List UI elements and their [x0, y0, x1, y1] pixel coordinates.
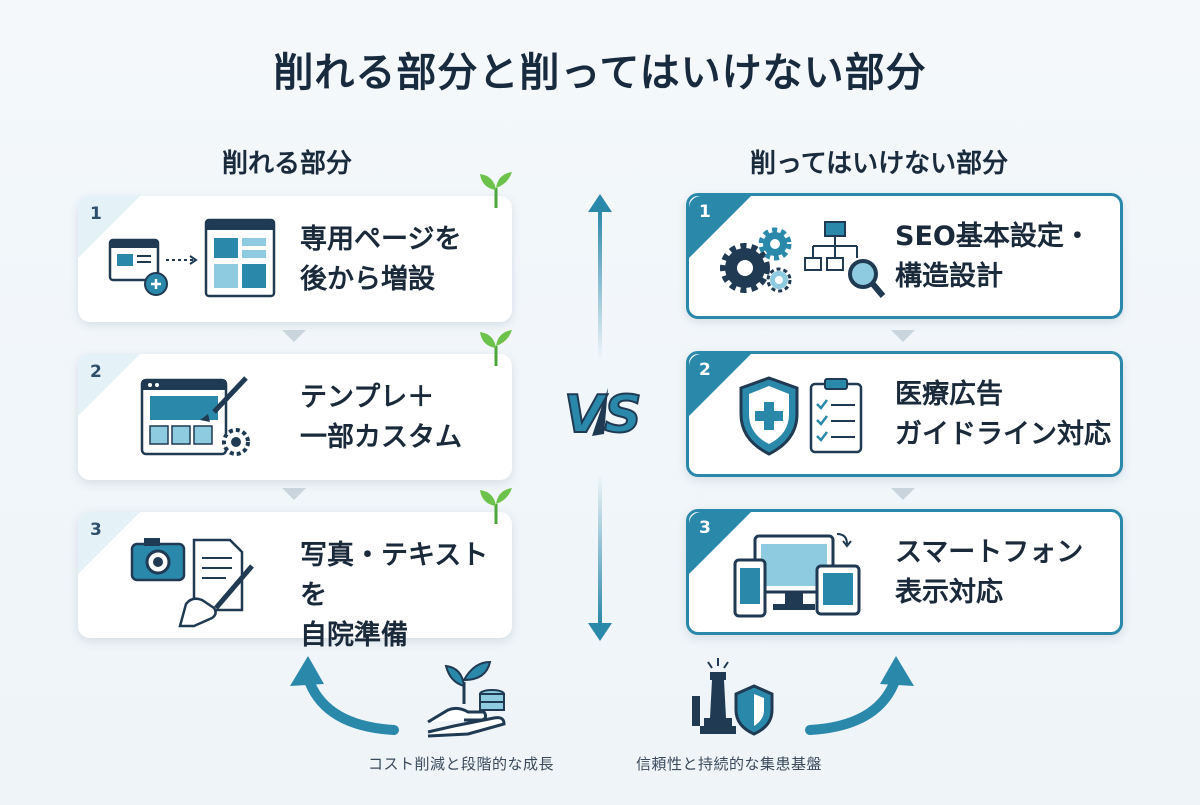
sprout-icon [480, 172, 512, 208]
down-connector-icon [891, 488, 915, 500]
responsive-devices-icon [733, 530, 863, 624]
card-corner [78, 512, 140, 574]
chess-shield-icon [692, 658, 774, 736]
card-text-line2: 一部カスタム [300, 422, 462, 453]
plant-coins-hand-icon [427, 660, 506, 738]
down-connector-icon [282, 330, 306, 342]
medical-shield-checklist-icon [737, 374, 867, 462]
left-card-3: 3 写真・テキストを 自院準備 [78, 512, 512, 651]
vertical-double-arrow-icon [588, 194, 612, 641]
curved-arrow-right-icon [805, 656, 914, 735]
vs-badge: VS [563, 384, 643, 446]
card-text-line2: 構造設計 [895, 261, 1003, 292]
card-text-line2: 自院準備 [300, 620, 408, 651]
card-text-line1: 医療広告 [895, 379, 1003, 410]
card-text-line1: スマートフォン [895, 537, 1084, 568]
gears-structure-icon [717, 218, 887, 306]
card-corner [689, 512, 751, 574]
card-corner [78, 354, 140, 416]
left-card-1: 1 専用ページを 後から増設 [78, 196, 512, 322]
curved-arrow-left-icon [290, 656, 399, 735]
card-text-line1: テンプレ＋ [300, 382, 435, 413]
left-column-heading: 削れる部分 [222, 149, 353, 179]
down-connector-icon [891, 330, 915, 342]
card-corner [689, 354, 751, 416]
card-number: 2 [699, 360, 711, 380]
sprout-icon [480, 330, 512, 366]
bottom-right-label: 信頼性と持続的な集患基盤 [636, 755, 823, 773]
card-text-line1: 専用ページを [300, 224, 462, 255]
left-card-2: 2 テンプレ＋ 一部カスタム [78, 354, 512, 480]
right-column-heading: 削ってはいけない部分 [750, 149, 1009, 179]
card-text-line2: 後から増設 [300, 264, 435, 295]
sprout-icon [480, 488, 512, 524]
right-card-1: 1 SEO基本設定・ 構造設計 [686, 193, 1123, 319]
card-corner [689, 196, 751, 258]
card-number: 1 [699, 202, 711, 222]
card-number: 1 [90, 204, 102, 224]
card-number: 2 [90, 362, 102, 382]
card-text-line1: 写真・テキストを [300, 540, 489, 611]
down-connector-icon [282, 488, 306, 500]
card-text-line2: ガイドライン対応 [895, 419, 1111, 450]
right-card-3: 3 スマートフォン 表示対応 [686, 509, 1123, 635]
card-text-line2: 表示対応 [895, 577, 1003, 608]
card-corner [78, 196, 140, 258]
bottom-left-label: コスト削減と段階的な成長 [368, 755, 555, 773]
card-number: 3 [90, 520, 102, 540]
camera-document-icon [130, 530, 260, 634]
page-title: 削れる部分と削ってはいけない部分 [273, 50, 927, 96]
page-add-icon [108, 216, 278, 304]
right-card-2: 2 医療広告 ガイドライン対応 [686, 351, 1123, 477]
template-customize-icon [138, 372, 258, 466]
card-number: 3 [699, 518, 711, 538]
card-text-line1: SEO基本設定・ [895, 221, 1091, 252]
